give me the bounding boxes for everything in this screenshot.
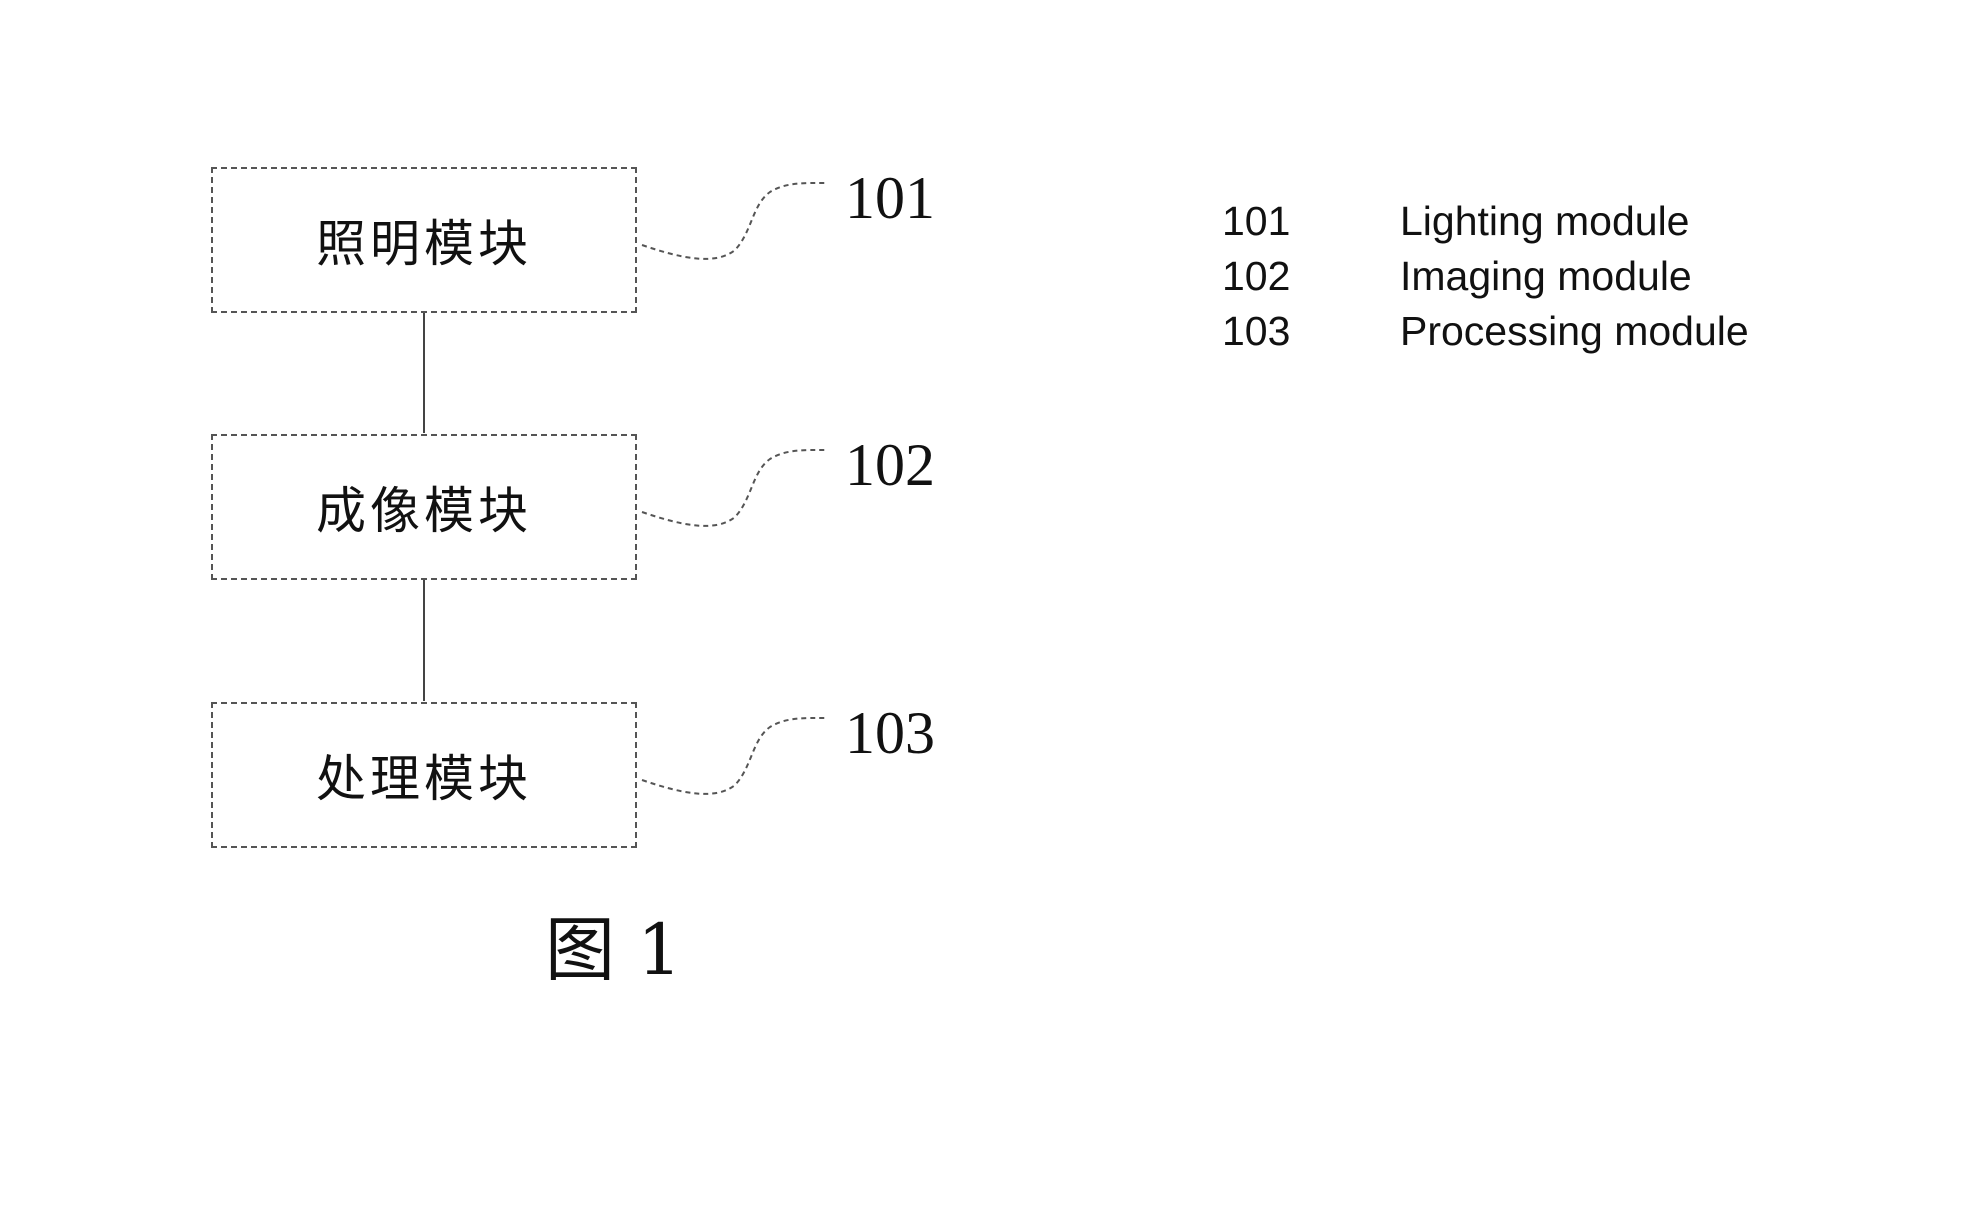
processing-module-box: 处理模块 bbox=[211, 702, 637, 848]
legend-row: 102 Imaging module bbox=[1222, 249, 1749, 304]
reference-legend: 101 Lighting module 102 Imaging module 1… bbox=[1222, 194, 1749, 359]
legend-row: 103 Processing module bbox=[1222, 304, 1749, 359]
ref-numeral-103: 103 bbox=[845, 700, 935, 766]
imaging-module-box: 成像模块 bbox=[211, 434, 637, 580]
leader-line-102 bbox=[641, 448, 829, 527]
legend-number: 101 bbox=[1222, 198, 1291, 244]
imaging-module-label: 成像模块 bbox=[316, 482, 532, 540]
ref-numeral-102: 102 bbox=[845, 432, 935, 498]
legend-number: 102 bbox=[1222, 253, 1291, 299]
ref-numeral-101: 101 bbox=[845, 165, 935, 231]
leader-line-103 bbox=[641, 716, 829, 795]
legend-description: Imaging module bbox=[1400, 253, 1692, 299]
processing-module-label: 处理模块 bbox=[316, 750, 532, 808]
legend-row: 101 Lighting module bbox=[1222, 194, 1749, 249]
figure-caption: 图 1 bbox=[545, 909, 682, 991]
lighting-module-box: 照明模块 bbox=[211, 167, 637, 313]
leader-line-101 bbox=[641, 181, 829, 260]
legend-description: Lighting module bbox=[1400, 198, 1690, 244]
legend-number: 103 bbox=[1222, 308, 1291, 354]
lighting-module-label: 照明模块 bbox=[316, 215, 532, 273]
legend-description: Processing module bbox=[1400, 308, 1749, 354]
